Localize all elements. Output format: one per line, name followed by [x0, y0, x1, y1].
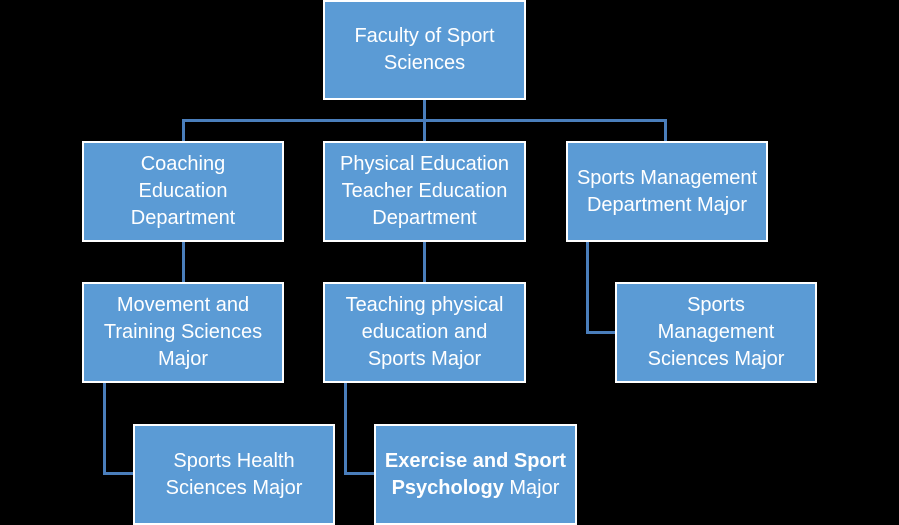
node-label-regular: Major	[503, 476, 560, 499]
connector-movement-down	[103, 382, 106, 475]
node-label: Movement and Training Sciences Major	[103, 294, 263, 370]
connector-sm-across	[586, 331, 615, 334]
connector-sm-down	[586, 241, 589, 334]
connector-teaching-across	[344, 472, 374, 475]
node-label: Teaching physical education and Sports M…	[345, 294, 504, 370]
node-label: Sports Management Department Major	[576, 166, 758, 216]
node-movement-training-sciences-major: Movement and Training Sciences Major	[82, 282, 284, 383]
node-label: Physical Education Teacher Education Dep…	[340, 153, 509, 229]
node-teaching-pe-sports-major: Teaching physical education and Sports M…	[323, 282, 526, 383]
connector-movement-across	[103, 472, 133, 475]
node-faculty-of-sport-sciences: Faculty of Sport Sciences	[323, 0, 526, 100]
node-coaching-education-department: Coaching Education Department	[82, 141, 284, 242]
connector-to-sports-management	[664, 119, 667, 141]
node-label: Sports Management Sciences Major	[647, 294, 785, 370]
connector-pe-to-teaching	[423, 241, 426, 282]
node-label: Faculty of Sport Sciences	[354, 25, 495, 74]
connector-to-pe-teacher	[423, 119, 426, 141]
node-label: Coaching Education Department	[130, 153, 236, 229]
node-label-bold: Exercise and Sport Psychology	[384, 449, 567, 499]
node-exercise-sport-psychology-major: Exercise and Sport Psychology Major	[374, 424, 577, 525]
node-sports-health-sciences-major: Sports Health Sciences Major	[133, 424, 335, 525]
node-label: Sports Health Sciences Major	[165, 449, 303, 499]
connector-to-coaching	[182, 119, 185, 141]
node-label: Exercise and Sport Psychology Major	[382, 448, 569, 502]
node-pe-teacher-education-department: Physical Education Teacher Education Dep…	[323, 141, 526, 242]
connector-teaching-down	[344, 382, 347, 475]
connector-coaching-to-movement	[182, 241, 185, 282]
node-sports-management-department: Sports Management Department Major	[566, 141, 768, 242]
connector-root-down	[423, 99, 426, 120]
node-sports-management-sciences-major: Sports Management Sciences Major	[615, 282, 817, 383]
